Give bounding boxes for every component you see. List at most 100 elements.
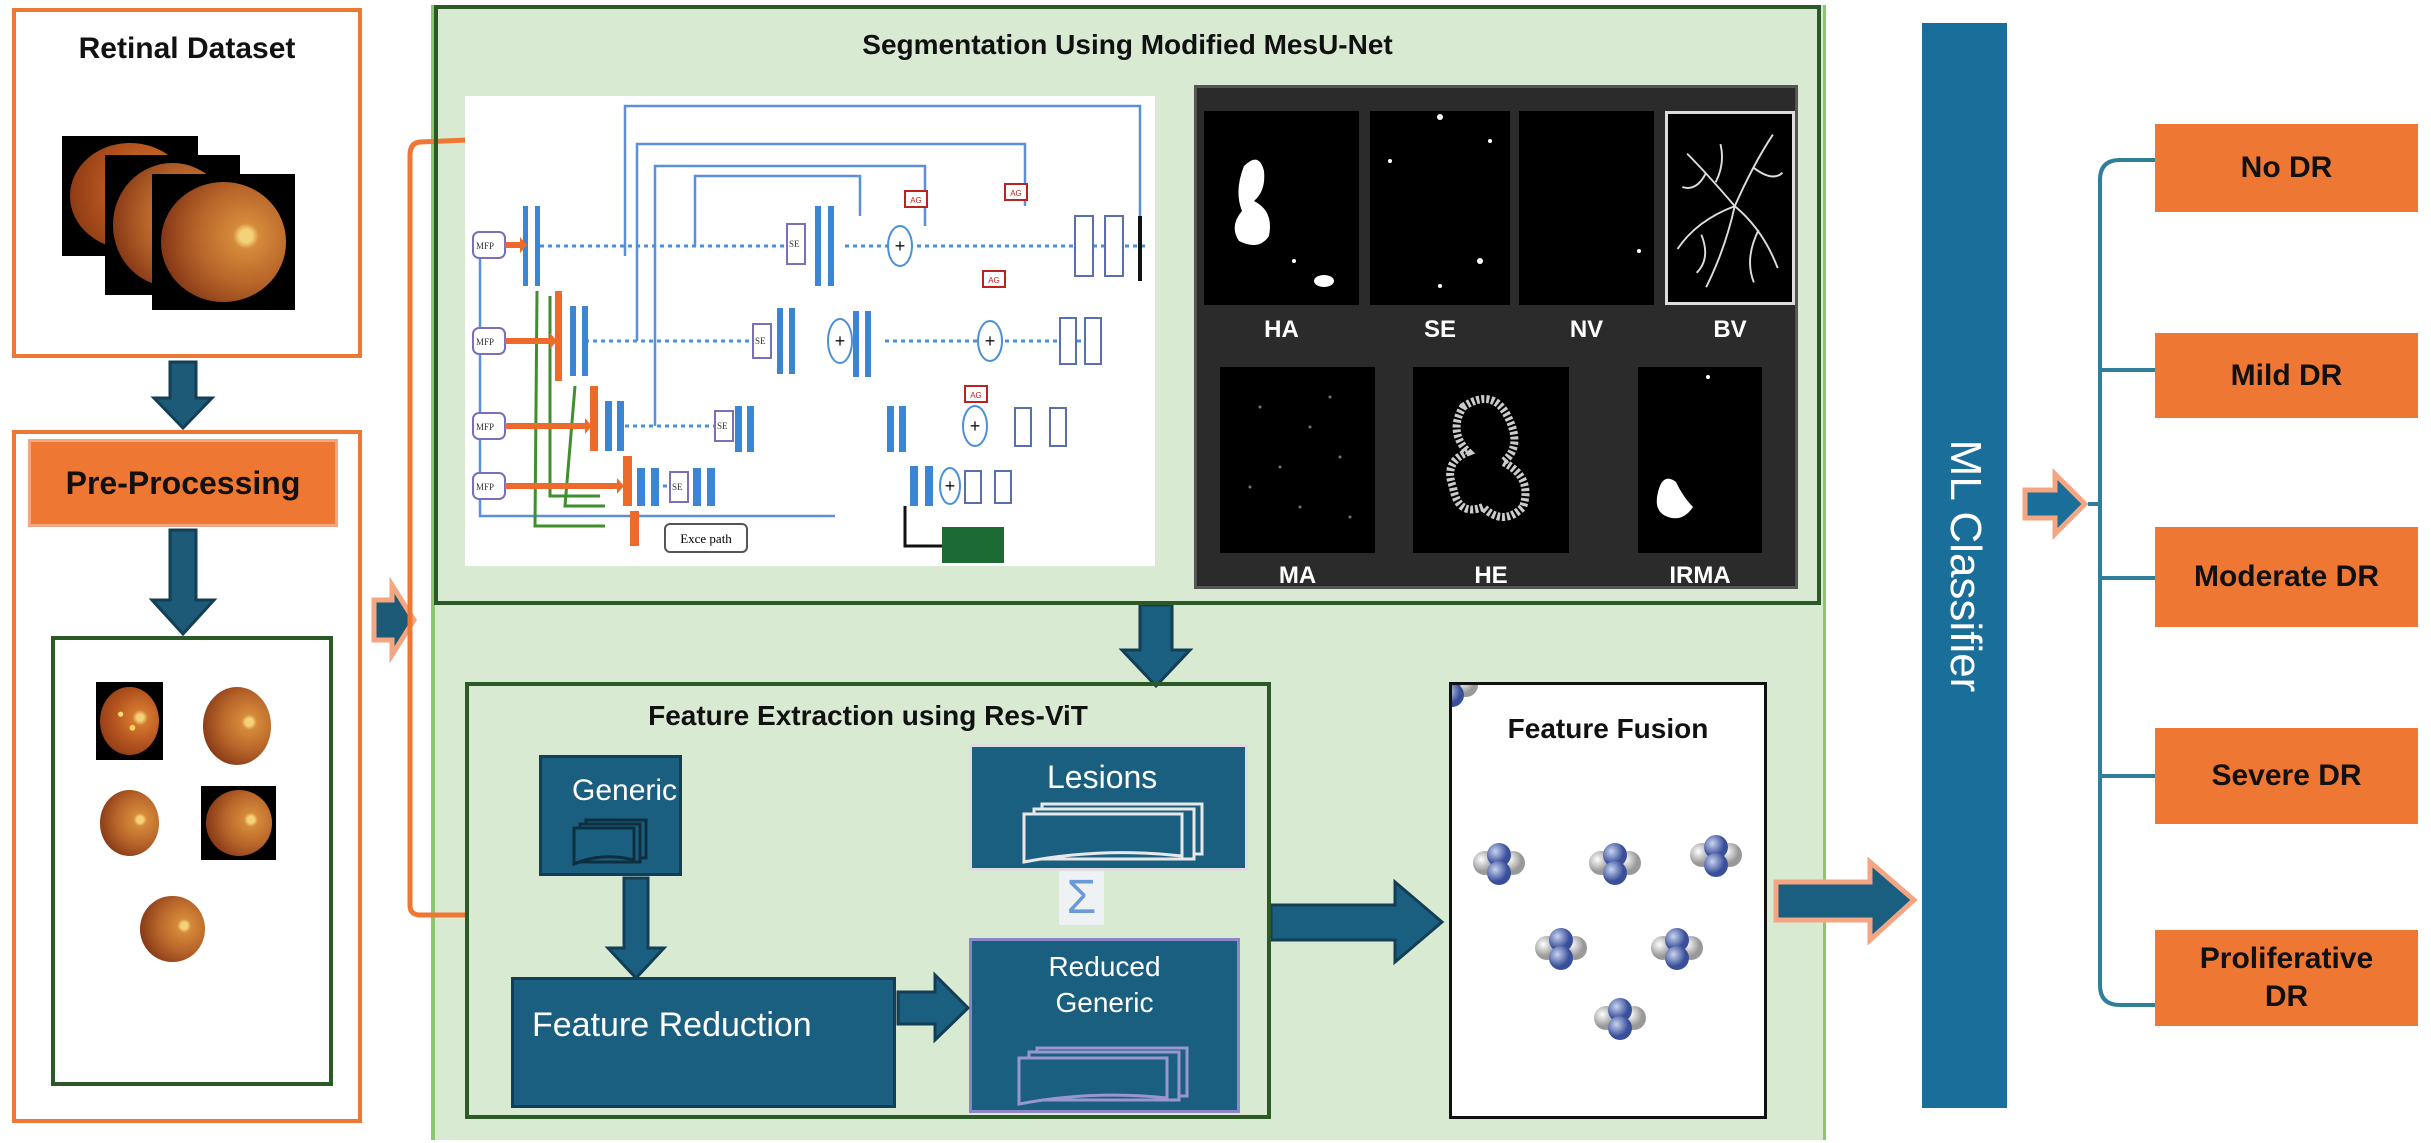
svg-text:+: + — [945, 476, 956, 496]
svg-text:+: + — [895, 236, 906, 256]
generic-features-block: Generic — [539, 755, 682, 876]
fused-features-graphic — [1452, 685, 1742, 1040]
output-tree-bracket — [2088, 158, 2155, 1007]
molecule-icon — [1651, 928, 1703, 970]
lesion-label-nv: NV — [1569, 316, 1604, 343]
se-block — [752, 323, 772, 359]
lesion-mask-se — [1370, 111, 1510, 305]
output-mild-dr: Mild DR — [2155, 333, 2418, 418]
preprocessed-image — [198, 682, 276, 770]
ml-classifier-label: ML Classifier — [1940, 439, 1990, 692]
svg-text:+: + — [970, 416, 981, 436]
lesion-masks-panel: HA SE NV BV MA HE IRMA — [1194, 85, 1798, 589]
add-node — [977, 320, 1003, 362]
feature-extraction-title: Feature Extraction using Res-ViT — [648, 700, 1088, 731]
molecule-icon — [1594, 998, 1646, 1040]
molecule-icon — [1473, 843, 1525, 885]
svg-text:MFP: MFP — [476, 241, 494, 251]
exce-path-block — [664, 523, 748, 553]
lesion-features-block: Lesions — [969, 744, 1248, 871]
molecule-icon — [1535, 928, 1587, 970]
segmentation-title: Segmentation Using Modified MesU-Net — [862, 29, 1393, 60]
arrow-right-icon — [2022, 467, 2089, 541]
lesions-label: Lesions — [1047, 759, 1158, 795]
retinal-dataset-title: Retinal Dataset — [78, 32, 296, 65]
add-node — [887, 225, 913, 267]
retinal-dataset-box: Retinal Dataset — [12, 8, 362, 358]
output-proliferative-dr: Proliferative DR — [2155, 930, 2418, 1026]
svg-text:SE: SE — [755, 336, 766, 346]
reduced-generic-label: Reduced — [1048, 951, 1161, 982]
arrow-right-icon — [1773, 856, 1918, 946]
lesion-mask-ma — [1220, 367, 1375, 553]
svg-text:AG: AG — [988, 276, 1000, 285]
ml-classifier-bar: ML Classifier — [1922, 23, 2007, 1108]
svg-text:SE: SE — [672, 482, 683, 492]
lesion-label-se: SE — [1423, 316, 1456, 343]
lesion-mask-bv — [1665, 111, 1795, 305]
feature-stack-icon — [1017, 1046, 1189, 1106]
output-severe-dr: Severe DR — [2155, 728, 2418, 824]
lesion-label-he: HE — [1474, 562, 1508, 589]
preprocessed-image — [201, 786, 276, 860]
svg-text:AG: AG — [1010, 189, 1022, 198]
svg-text:MFP: MFP — [476, 422, 494, 432]
reduced-generic-block: Reduced Generic — [969, 938, 1240, 1113]
lesion-label-ha: HA — [1264, 316, 1299, 343]
molecule-icon — [1452, 685, 1478, 707]
svg-text:AG: AG — [910, 196, 922, 205]
add-node — [962, 405, 988, 447]
reduced-generic-label: Generic — [1055, 987, 1154, 1018]
lesion-label-bv: BV — [1713, 316, 1747, 343]
add-node — [827, 318, 853, 364]
se-block — [714, 410, 734, 442]
arrow-right-icon — [896, 971, 971, 1044]
lesion-mask-irma — [1638, 367, 1762, 553]
arrow-down-icon — [1118, 603, 1194, 689]
arrow-right-icon — [371, 576, 417, 664]
arrow-right-icon — [1269, 878, 1445, 966]
molecule-icon — [1589, 843, 1641, 885]
arrow-down-icon — [148, 528, 218, 637]
lesion-label-ma: MA — [1278, 562, 1317, 589]
preprocessed-images-box — [51, 636, 333, 1086]
svg-text:+: + — [985, 331, 996, 351]
feature-reduction-block: Feature Reduction — [511, 977, 896, 1108]
preprocessing-title: Pre-Processing — [28, 439, 338, 527]
feature-fusion-title: Feature Fusion — [1507, 713, 1709, 744]
preprocessed-image — [96, 682, 163, 760]
segmentation-box: Segmentation Using Modified MesU-Net — [434, 5, 1821, 605]
svg-text:AG: AG — [970, 391, 982, 400]
feature-fusion-box: Feature Fusion — [1449, 682, 1767, 1119]
preprocessed-image — [136, 891, 209, 966]
arrow-down-icon — [604, 876, 668, 981]
unet-diagram: MFP MFP MFP MFP SE SE SE SE + + + + + — [472, 104, 1145, 563]
arrow-down-icon — [150, 360, 216, 431]
svg-text:MFP: MFP — [476, 482, 494, 492]
lesion-label-irma: IRMA — [1669, 562, 1731, 589]
svg-text:MFP: MFP — [476, 337, 494, 347]
svg-text:Exce path: Exce path — [680, 531, 732, 546]
svg-text:SE: SE — [789, 239, 800, 249]
feature-reduction-label: Feature Reduction — [532, 1006, 812, 1044]
generic-label: Generic — [572, 774, 678, 807]
lesion-mask-he — [1413, 367, 1569, 553]
input-bracket — [407, 137, 469, 918]
add-node — [939, 467, 961, 505]
output-moderate-dr: Moderate DR — [2155, 527, 2418, 627]
molecule-icon — [1690, 835, 1742, 877]
svg-text:+: + — [835, 331, 846, 351]
preprocessed-image — [96, 786, 163, 860]
output-no-dr: No DR — [2155, 124, 2418, 212]
se-block — [669, 471, 689, 503]
lesion-mask-nv — [1519, 111, 1654, 305]
mesunet-architecture-figure: MFP MFP MFP MFP SE SE SE SE + + + + + — [465, 96, 1155, 566]
feature-extraction-box: Feature Extraction using Res-ViT — [465, 682, 1271, 1119]
retina-image — [152, 174, 295, 310]
se-block — [786, 223, 806, 265]
feature-stack-icon — [1022, 802, 1204, 864]
sum-icon: Σ — [1059, 871, 1104, 925]
svg-text:SE: SE — [717, 421, 728, 431]
